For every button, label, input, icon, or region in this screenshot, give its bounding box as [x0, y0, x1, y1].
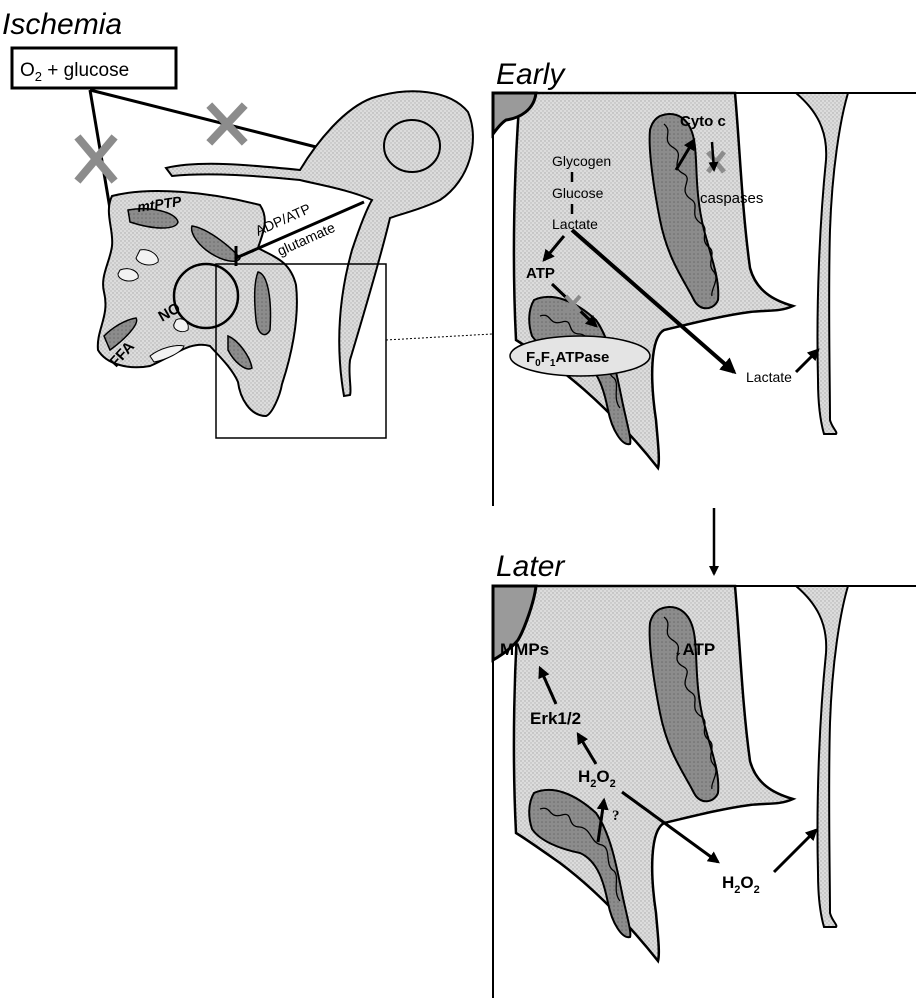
atp-decrease-label: ↓ATP	[674, 640, 715, 659]
later-astrocyte-process	[796, 586, 848, 927]
atpase-ellipse: F0F1ATPase	[510, 336, 650, 376]
atp-label-early: ATP	[526, 265, 555, 282]
neuron-nucleus	[174, 264, 238, 328]
blocked-x-icon	[80, 140, 112, 178]
glucose-label: Glucose	[552, 185, 604, 201]
erk-label: Erk1/2	[530, 709, 581, 728]
supply-box: O2 + glucose	[12, 48, 176, 88]
early-heading: Early	[496, 58, 566, 91]
caspases-label: caspases	[700, 190, 763, 207]
later-heading: Later	[496, 550, 565, 583]
astrocyte-nucleus	[384, 120, 440, 172]
early-astrocyte-process	[796, 93, 848, 434]
lactate-inner-label: Lactate	[552, 216, 598, 232]
ischemia-heading: Ischemia	[2, 8, 122, 41]
glycogen-label: Glycogen	[552, 153, 611, 169]
cyto-c-label: Cyto c	[680, 113, 726, 130]
h2o2-uptake-arrow	[774, 830, 816, 872]
mmps-label: MMPs	[500, 640, 549, 659]
lactate-uptake-arrow	[796, 350, 818, 372]
blocked-x-icon	[212, 108, 242, 140]
zoom-connector	[386, 334, 492, 340]
lactate-outer-label: Lactate	[746, 369, 792, 385]
h2o2-outer-label: H2O2	[722, 873, 760, 896]
question-label: ?	[612, 808, 620, 824]
